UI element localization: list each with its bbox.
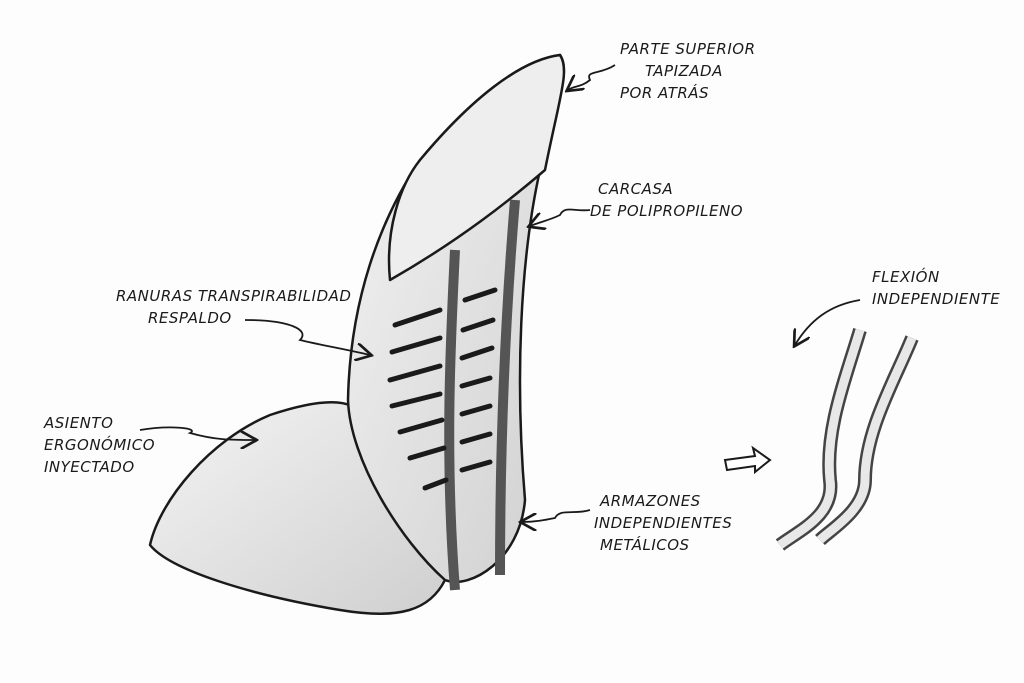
label-line: PARTE SUPERIOR (620, 40, 756, 58)
label-line: CARCASA (598, 180, 674, 198)
label-line: FLEXIÓN (872, 268, 940, 286)
label-line: ERGONÓMICO (44, 436, 156, 454)
label-line: DE POLIPROPILENO (590, 202, 744, 220)
direction-arrow-icon (723, 445, 772, 475)
label-flex: FLEXIÓN INDEPENDIENTE (872, 266, 1000, 310)
ventilation-slots (387, 287, 498, 491)
label-line: RESPALDO (148, 309, 232, 327)
label-top-upholstery: PARTE SUPERIOR TAPIZADA POR ATRÁS (620, 38, 756, 104)
label-frames: ARMAZONES INDEPENDIENTES METÁLICOS (594, 490, 732, 556)
metal-frame-right (495, 199, 520, 576)
label-seat: ASIENTO ERGONÓMICO INYECTADO (44, 412, 155, 478)
top-upholstery-shape (387, 53, 566, 282)
leader-lines (139, 64, 861, 522)
label-line: ARMAZONES (600, 492, 701, 510)
label-line: ASIENTO (44, 414, 114, 432)
label-line: RANURAS TRANSPIRABILIDAD (116, 287, 352, 305)
label-slots: RANURAS TRANSPIRABILIDAD RESPALDO (116, 285, 351, 329)
label-line: METÁLICOS (600, 536, 690, 554)
label-line: POR ATRÁS (620, 84, 710, 102)
label-line: INDEPENDIENTE (872, 290, 1001, 308)
metal-frame-left (444, 249, 460, 591)
independent-frames-detail (775, 327, 919, 551)
label-line: INDEPENDIENTES (594, 514, 733, 532)
label-shell: CARCASA DE POLIPROPILENO (590, 178, 743, 222)
label-line: INYECTADO (44, 458, 135, 476)
label-line: TAPIZADA (645, 62, 723, 80)
